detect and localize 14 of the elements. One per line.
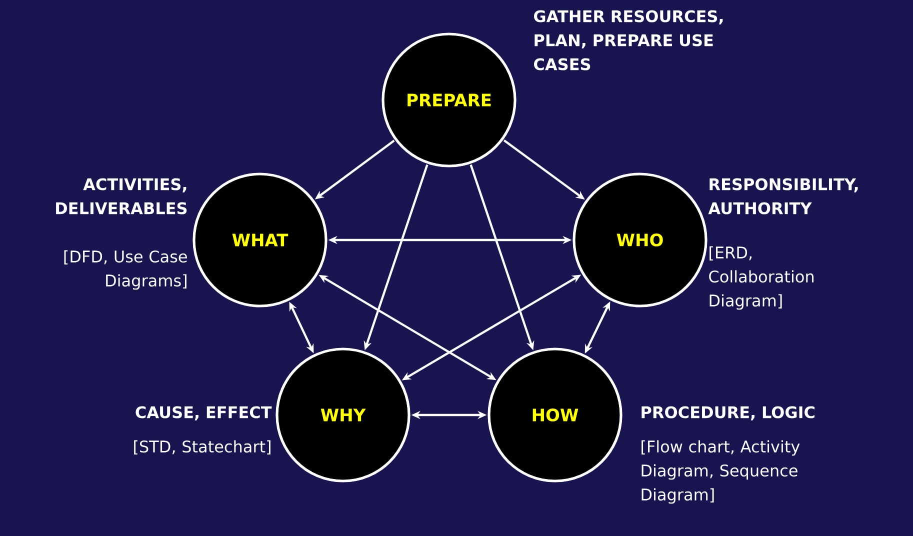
annotation-text: [ERD, Collaboration Diagram] — [709, 246, 814, 310]
circle-node: WHO — [572, 172, 708, 308]
annotation-text: ACTIVITIES, DELIVERABLES — [56, 178, 187, 214]
annotation-text: [Flow chart, Activity Diagram, Sequence Diagram] — [642, 440, 800, 504]
annotation-text: PROCEDURE, LOGIC — [642, 406, 814, 420]
circle-node: HOW — [488, 348, 622, 482]
annotation-text: [DFD, Use Case Diagrams] — [64, 250, 187, 290]
annotation-text: [STD, Statechart] — [134, 440, 270, 454]
circle-node: WHY — [276, 348, 410, 482]
annotation-text: GATHER RESOURCES, PLAN, PREPARE USE CASES — [534, 10, 723, 70]
annotation-text: CAUSE, EFFECT — [136, 406, 272, 420]
circle-node: PREPARE — [382, 32, 516, 168]
circle-node: WHAT — [192, 172, 328, 308]
annotation-text: RESPONSIBILITY, AUTHORITY — [708, 178, 858, 214]
